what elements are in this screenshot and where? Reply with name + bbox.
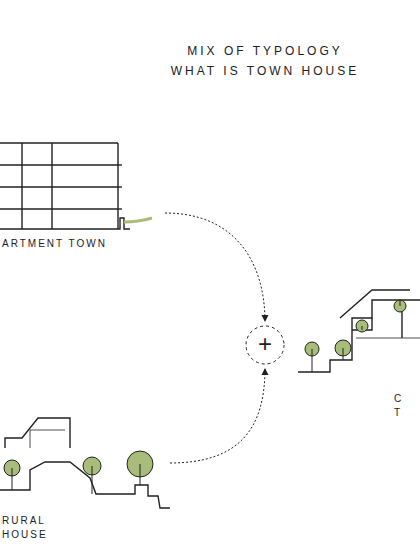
typology-label: RURAL HOUSE: [2, 514, 72, 542]
plus-sign: +: [245, 332, 285, 356]
apartment-town: ARTMENT TOWN: [0, 135, 165, 257]
plus-circle: +: [245, 325, 285, 365]
rural-house: RURAL HOUSE: [0, 405, 170, 550]
arrowhead: [262, 368, 269, 375]
arrowhead: [262, 315, 269, 322]
typology-label: ARTMENT TOWN: [2, 237, 152, 251]
diagram-title: MIX OF TYPOLOGY: [140, 44, 390, 58]
circle-outline: [246, 326, 284, 364]
curved-arrow: [170, 368, 265, 463]
curved-arrow: [165, 213, 265, 322]
contemporary-town-house: C T: [296, 288, 418, 420]
typology-label: C T: [394, 392, 408, 420]
subtitle: WHAT IS TOWN HOUSE: [140, 64, 390, 78]
